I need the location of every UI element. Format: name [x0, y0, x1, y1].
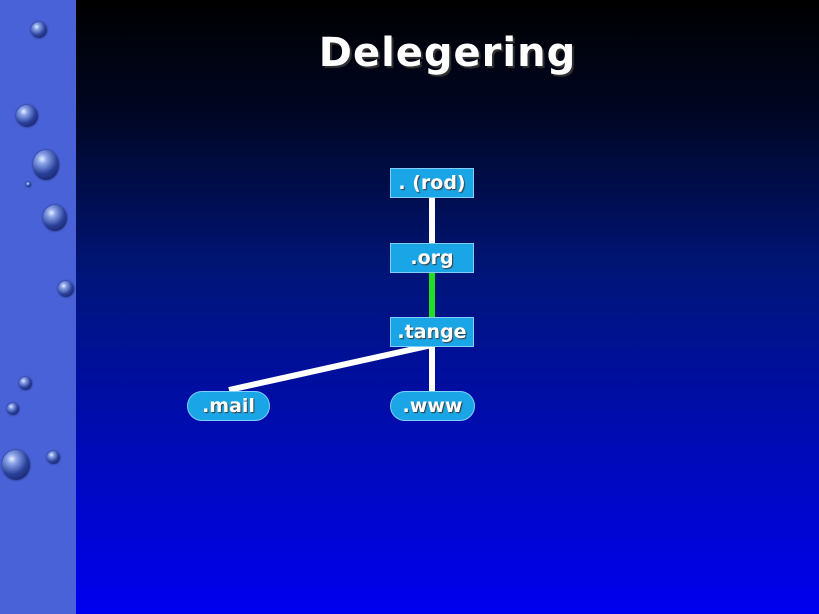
bubble-decoration [31, 22, 47, 38]
node-root: . (rod) [390, 168, 474, 198]
node-www: .www [390, 391, 475, 421]
slide-title: Delegering [318, 30, 577, 76]
node-tange: .tange [390, 317, 474, 347]
bubble-decoration [33, 150, 59, 180]
bubble-decoration [16, 105, 38, 127]
bubble-decoration [2, 450, 30, 480]
sidebar-bubbles [0, 0, 76, 614]
edge-tange-mail [228, 342, 433, 393]
bubble-decoration [19, 377, 32, 390]
bubble-decoration [58, 281, 74, 297]
bubble-decoration [26, 182, 31, 187]
bubble-decoration [47, 451, 60, 464]
bubble-decoration [43, 205, 67, 231]
node-org: .org [390, 243, 474, 273]
bubble-decoration [7, 403, 19, 415]
node-mail: .mail [187, 391, 270, 421]
